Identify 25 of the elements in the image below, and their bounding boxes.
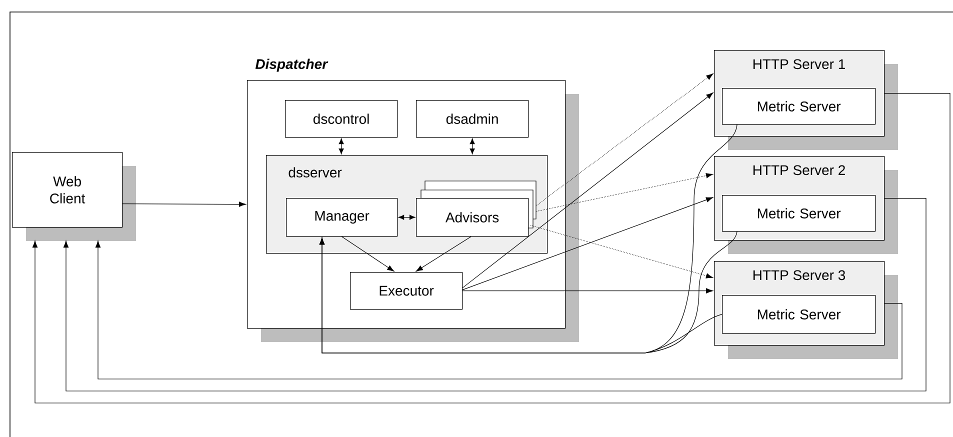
- arrow: [398, 214, 416, 220]
- stacked-box: Advisors: [416, 180, 536, 237]
- arrow: [536, 173, 713, 212]
- component-box: Metric Server: [722, 295, 876, 334]
- arrow: [462, 92, 714, 288]
- arrow: [32, 93, 950, 404]
- arrow: [95, 240, 902, 380]
- component-box: Metric Server: [722, 195, 876, 232]
- arrow: [462, 288, 713, 294]
- component-box: Manager: [286, 198, 398, 237]
- arrow: [530, 225, 714, 278]
- arrow: [342, 236, 394, 272]
- client-box: Web Client: [12, 152, 136, 241]
- arrow: [416, 236, 472, 272]
- arrow: [470, 138, 475, 154]
- arrow: [536, 74, 714, 206]
- component-box: dsadmin: [416, 100, 529, 138]
- node-label: Dispatcher: [255, 58, 328, 72]
- arrow: [122, 202, 246, 207]
- component-box: Metric Server: [722, 88, 876, 125]
- arrow: [63, 198, 926, 392]
- component-box: Executor: [350, 272, 463, 310]
- component-box: dscontrol: [285, 100, 398, 138]
- arrow: [462, 197, 714, 290]
- arrow: [338, 138, 344, 154]
